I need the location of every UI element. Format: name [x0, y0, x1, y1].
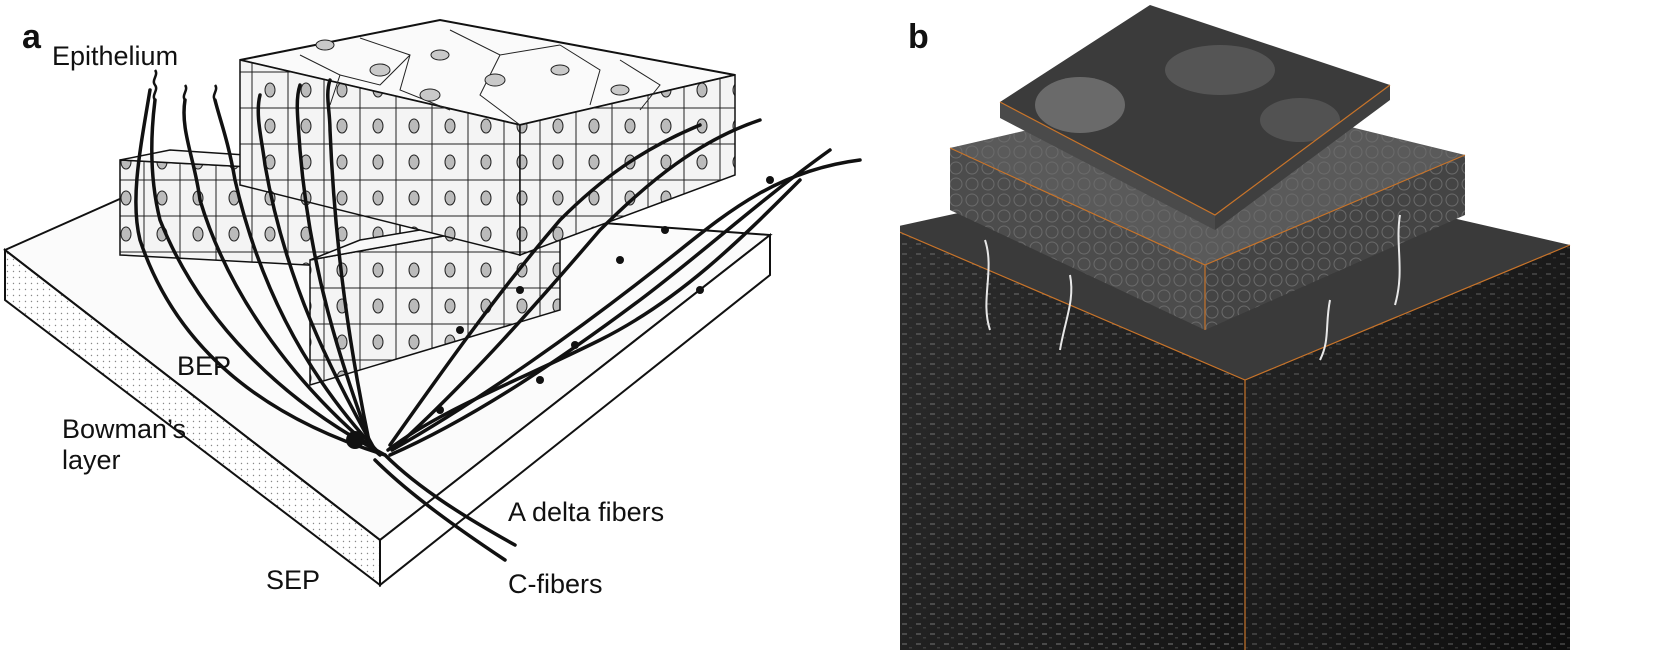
nerve-beads: [346, 176, 774, 449]
panel-b-letter: b: [908, 18, 929, 56]
corneal-nerve-schematic: [3, 18, 862, 588]
label-sep: SEP: [266, 565, 321, 595]
fiber-endings: [152, 69, 218, 101]
confocal-volume-render: [900, 5, 1571, 650]
bowmans-layer-slab: [3, 188, 773, 588]
panel-a-letter: a: [22, 18, 41, 56]
panel-b-confocal-block: b: [900, 0, 1679, 650]
label-bep: BEP: [177, 351, 232, 381]
nerve-fibers: [134, 78, 862, 562]
label-c-fibers: C-fibers: [508, 569, 603, 599]
panel-a-schematic: a Epithelium BEP Bowman’s layer SEP A de…: [3, 18, 862, 599]
superficial-epithelium-slab: [999, 5, 1391, 230]
label-epithelium: Epithelium: [52, 41, 179, 71]
label-bowmans-line1: Bowman’s: [62, 414, 187, 444]
subbasal-nerve-traces: [984, 214, 1401, 361]
label-a-delta-fibers: A delta fibers: [508, 497, 665, 527]
label-bowmans-line2: layer: [62, 445, 121, 475]
